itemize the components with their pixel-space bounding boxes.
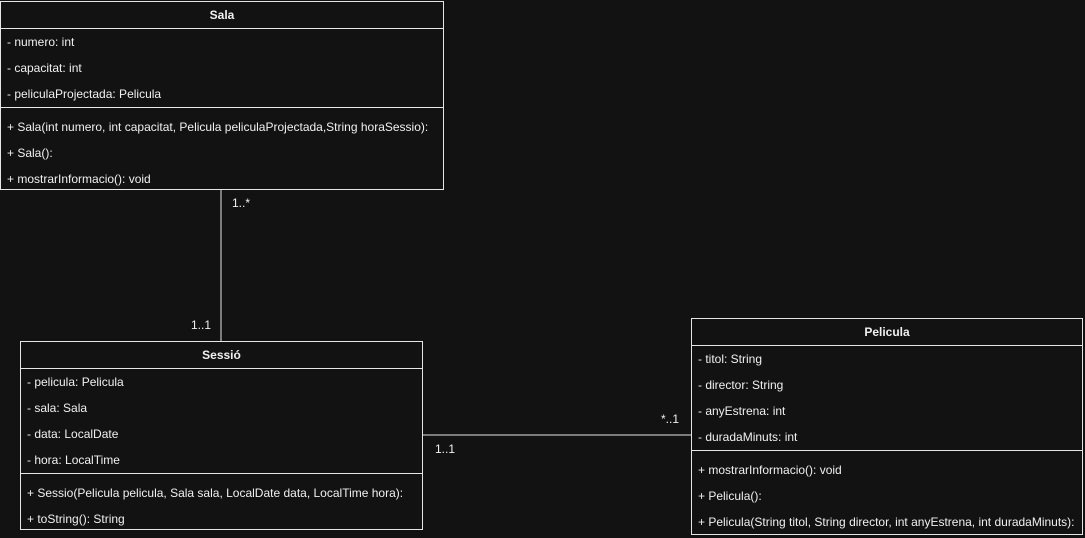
class-sessio[interactable]: Sessió - pelicula: Pelicula - sala: Sala… xyxy=(20,341,423,530)
attribute: - pelicula: Pelicula xyxy=(27,375,124,389)
attribute: - titol: String xyxy=(698,352,763,366)
attributes-compartment: - numero: int - capacitat: int - pelicul… xyxy=(1,29,443,107)
attribute: - anyEstrena: int xyxy=(698,404,786,418)
attribute: - hora: LocalTime xyxy=(27,453,120,467)
methods-compartment: + Sessio(Pelicula pelicula, Sala sala, L… xyxy=(21,473,422,532)
attribute: - capacitat: int xyxy=(7,61,82,75)
attribute: - director: String xyxy=(698,378,784,392)
methods-compartment: + mostrarInformacio(): void + Pelicula()… xyxy=(692,450,1082,535)
methods-compartment: + Sala(int numero, int capacitat, Pelicu… xyxy=(1,107,443,192)
method: + mostrarInformacio(): void xyxy=(698,463,842,477)
multiplicity-sala-end: 1..* xyxy=(232,196,251,210)
attribute: - numero: int xyxy=(7,35,75,49)
attribute: - peliculaProjectada: Pelicula xyxy=(7,87,162,101)
method: + Pelicula(): xyxy=(698,489,762,503)
multiplicity-sessio-end-right: 1..1 xyxy=(435,442,456,456)
attributes-compartment: - titol: String - director: String - any… xyxy=(692,346,1082,450)
method: + toString(): String xyxy=(27,512,125,526)
multiplicity-sessio-end-top: 1..1 xyxy=(191,318,212,332)
method: + mostrarInformacio(): void xyxy=(7,172,151,186)
method: + Sala(int numero, int capacitat, Pelicu… xyxy=(7,120,429,134)
attributes-compartment: - pelicula: Pelicula - sala: Sala - data… xyxy=(21,369,422,473)
class-name: Sala xyxy=(1,2,443,29)
method: + Pelicula(String titol, String director… xyxy=(698,515,1075,529)
class-sala[interactable]: Sala - numero: int - capacitat: int - pe… xyxy=(0,1,444,190)
attribute: - duradaMinuts: int xyxy=(698,430,798,444)
class-pelicula[interactable]: Pelicula - titol: String - director: Str… xyxy=(691,318,1083,535)
multiplicity-pelicula-end: *..1 xyxy=(661,412,680,426)
class-name: Sessió xyxy=(21,342,422,369)
class-name: Pelicula xyxy=(692,319,1082,346)
attribute: - sala: Sala xyxy=(27,401,88,415)
attribute: - data: LocalDate xyxy=(27,427,119,441)
method: + Sessio(Pelicula pelicula, Sala sala, L… xyxy=(27,486,404,500)
method: + Sala(): xyxy=(7,146,53,160)
